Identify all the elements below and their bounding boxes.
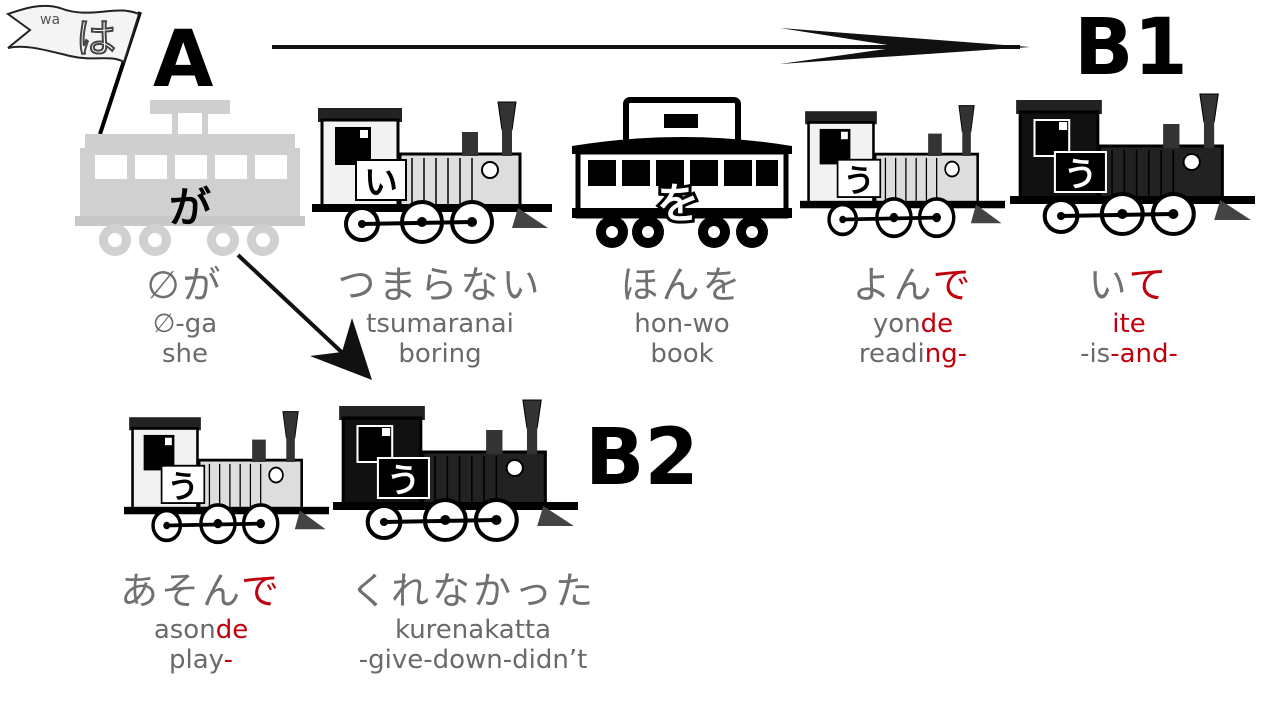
word-1: つまらない tsumaranai boring <box>315 254 565 369</box>
loco-u4: う <box>333 399 578 542</box>
word-kana: よんで <box>852 263 974 307</box>
word-4: いて ite -is-and- <box>1004 254 1254 369</box>
word-romaji: ∅-ga <box>152 309 218 339</box>
word-kana: くれなかった <box>349 569 596 613</box>
word-gloss: boring <box>398 339 482 369</box>
word-5: あそんで asonde play- <box>76 560 326 675</box>
word-6: くれなかった kurenakatta -give-down-didn’t <box>318 560 628 675</box>
loco-u3: う <box>124 411 329 545</box>
loco-u2: う <box>1010 93 1255 236</box>
word-gloss: play- <box>169 645 233 675</box>
word-2: ほんを hon-wo book <box>557 254 807 369</box>
word-romaji: asonde <box>153 615 249 645</box>
word-kana: つまらない <box>337 263 543 307</box>
label-a: A <box>153 15 214 105</box>
loco-i: い <box>312 101 552 244</box>
label-b2: B2 <box>585 413 699 503</box>
word-gloss: book <box>650 339 714 369</box>
word-kana: あそんで <box>119 569 283 613</box>
word-romaji: hon-wo <box>634 309 730 339</box>
word-romaji: kurenakatta <box>394 615 552 645</box>
wa-flag-icon: wa は <box>5 4 142 135</box>
loco-kana: う <box>843 163 875 199</box>
car-ga-kana: が <box>169 183 211 232</box>
car-wo-kana: を <box>657 179 699 228</box>
car-wo: を <box>572 97 792 248</box>
flag-romaji: wa <box>40 12 60 28</box>
word-gloss: she <box>161 339 209 369</box>
flag-kana: は <box>76 16 116 62</box>
word-gloss: reading- <box>858 339 968 369</box>
label-b1: B1 <box>1074 3 1188 93</box>
word-gloss: -give-down-didn’t <box>358 645 588 675</box>
loco-kana: う <box>167 469 199 505</box>
word-3: よんで yonde reading- <box>788 254 1038 369</box>
word-kana: いて <box>1088 263 1170 307</box>
word-kana: ほんを <box>620 263 744 307</box>
loco-kana: う <box>1063 155 1097 195</box>
word-romaji: ite <box>1112 309 1146 339</box>
car-ga: が <box>75 100 305 256</box>
word-0: ∅が ∅-ga she <box>60 254 310 369</box>
word-romaji: tsumaranai <box>366 309 514 339</box>
word-romaji: yonde <box>872 309 954 339</box>
word-kana: ∅が <box>146 263 224 307</box>
loco-kana: い <box>364 163 398 203</box>
loco-kana: う <box>386 461 420 501</box>
loco-u1: う <box>800 105 1005 239</box>
word-gloss: -is-and- <box>1080 339 1178 369</box>
